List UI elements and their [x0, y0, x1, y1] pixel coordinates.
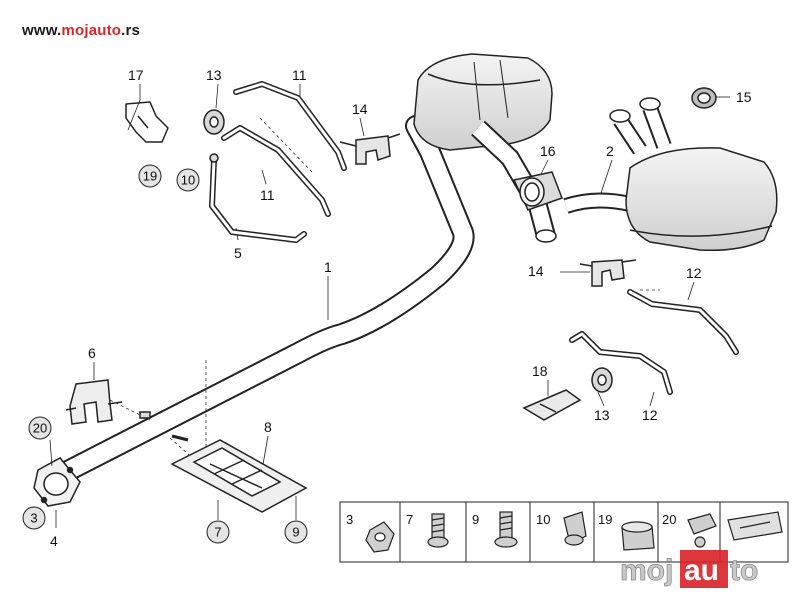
rear-silencer: [563, 97, 778, 252]
callout-6: 6: [88, 345, 96, 361]
callout-18: 18: [532, 363, 548, 379]
callout-16: 16: [540, 143, 556, 159]
legend-label-7: 7: [406, 512, 413, 527]
hanger-bracket-6: [65, 379, 123, 425]
parts-legend: 3 7 9 10 19 20: [339, 501, 789, 563]
legend-label-9: 9: [472, 512, 479, 527]
callout-8: 8: [264, 419, 272, 435]
strap-icon: [727, 511, 783, 541]
site-suffix: .rs: [121, 22, 141, 39]
bolt-icon: [427, 513, 449, 548]
callout-4: 4: [50, 533, 58, 549]
callout-14-top: 14: [352, 101, 368, 117]
tailpipe-cap-15: [691, 87, 717, 109]
legend-label-3: 3: [346, 512, 353, 527]
callout-11-lower: 11: [260, 187, 275, 203]
bracket-14-right: [579, 259, 637, 287]
callout-13-top: 13: [206, 67, 222, 83]
legend-label-19: 19: [598, 512, 612, 527]
callout-12-top: 12: [686, 265, 702, 281]
clamp-16: [512, 171, 563, 211]
svg-text:3: 3: [30, 511, 37, 526]
callout-14-right: 14: [528, 263, 544, 279]
callout-5: 5: [234, 245, 242, 261]
site-prefix: www.: [22, 22, 62, 39]
svg-text:7: 7: [214, 525, 221, 540]
bushing-icon: [621, 521, 655, 551]
clip-icon: [687, 513, 717, 548]
bracket-17: [125, 101, 169, 143]
hanger-12: [569, 289, 739, 395]
bracket-18: [522, 389, 582, 421]
site-url[interactable]: www.mojauto.rs: [22, 22, 140, 39]
screw-icon: [494, 511, 518, 548]
watermark-logo: moj au to: [620, 550, 759, 588]
site-brand: mojauto: [61, 22, 122, 39]
front-flange: [33, 457, 81, 507]
rubber-mount-13-top: [203, 109, 225, 135]
svg-text:9: 9: [292, 525, 299, 540]
watermark-left: moj: [620, 554, 673, 587]
callout-12-lower: 12: [642, 407, 658, 423]
legend-label-20: 20: [662, 512, 676, 527]
callout-15: 15: [736, 89, 752, 105]
callout-17: 17: [128, 67, 144, 83]
callout-11-top: 11: [292, 67, 307, 83]
rubber-mount-13-lower: [591, 367, 613, 393]
front-exhaust-pipe: [47, 115, 475, 487]
callout-9: 9: [284, 520, 308, 544]
callout-19: 19: [138, 164, 162, 188]
callout-20: 20: [28, 416, 52, 440]
watermark-right: to: [730, 554, 758, 587]
circled-callouts: 19 10 20 3 7 9: [22, 164, 308, 544]
nut-icon: [365, 521, 395, 553]
svg-text:10: 10: [181, 173, 195, 188]
small-bolts: [139, 153, 219, 442]
callout-13-lower: 13: [594, 407, 610, 423]
callout-10: 10: [176, 168, 200, 192]
svg-text:19: 19: [143, 169, 157, 184]
callout-labels: 17 13 11 14 11 5 16 2 15 14 12 1 6 8 18 …: [50, 67, 752, 549]
callout-2: 2: [606, 143, 614, 159]
watermark-box: au: [684, 554, 719, 587]
callout-1: 1: [324, 259, 332, 275]
hanger-11: [221, 81, 347, 217]
clamp-bolt-icon: [563, 511, 587, 546]
bracket-14-top: [339, 133, 401, 165]
callout-7: 7: [206, 520, 230, 544]
legend-label-10: 10: [536, 512, 550, 527]
heat-shield-plate: [170, 439, 308, 513]
hanger-5: [209, 157, 307, 243]
callout-3: 3: [22, 506, 46, 530]
svg-text:20: 20: [33, 421, 47, 436]
